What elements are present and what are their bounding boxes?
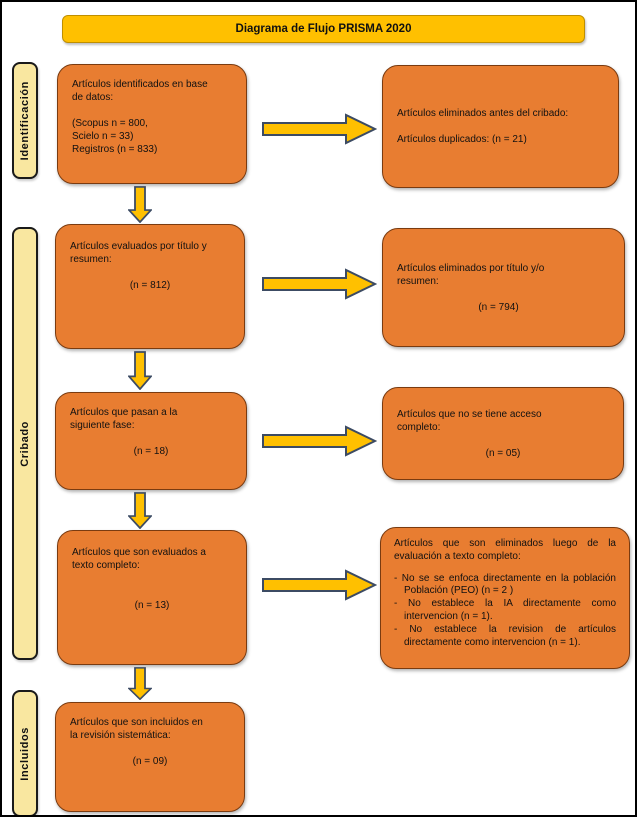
box-text-line: resumen: (70, 254, 112, 265)
right-arrow-icon-4 (262, 569, 378, 601)
box-screened: Artículos evaluados por título y resumen… (55, 224, 245, 349)
right-arrow-shape (262, 569, 378, 601)
down-arrow-shape (127, 186, 153, 224)
box-text-line: Artículos eliminados por título y/o (397, 262, 545, 274)
box-text-line: Artículos que pasan a la (70, 407, 178, 418)
box-fulltext-excluded: Artículos que son eliminados luego de la… (380, 527, 630, 669)
bullet-item: - No se se enfoca directamente en la pob… (394, 572, 616, 597)
diagram-title: Diagrama de Flujo PRISMA 2020 (235, 23, 412, 35)
box-text-line: de datos: (72, 92, 114, 103)
right-arrow-shape (262, 268, 378, 300)
box-text-line: Artículos que no se tiene acceso (397, 408, 542, 420)
right-arrow-icon-1 (262, 113, 378, 145)
box-text-line: Artículos duplicados: (n = 21) (397, 134, 527, 145)
down-arrow-icon-1 (127, 186, 153, 224)
box-text-line: Registros (n = 833) (72, 144, 158, 155)
phase-label-incluidos: Incluidos (12, 690, 38, 815)
box-text-line: Artículos evaluados por título y (70, 241, 207, 252)
down-arrow-icon-2 (127, 351, 153, 391)
phase-label-identificacion: Identificación (12, 62, 38, 179)
box-count: (n = 812) (129, 280, 171, 291)
box-count: (n = 09) (132, 756, 168, 767)
down-arrow-shape (127, 351, 153, 391)
box-text-line: Artículos eliminados antes del cribado: (397, 108, 569, 119)
right-arrow-shape (262, 113, 378, 145)
phase-label-text: Cribado (19, 420, 31, 467)
down-arrow-shape (127, 492, 153, 530)
down-arrow-icon-4 (127, 667, 153, 701)
box-count: (n = 05) (485, 447, 521, 459)
box-text-line: la revisión sistemática: (70, 730, 171, 741)
phase-label-cribado: Cribado (12, 227, 38, 660)
box-text-line: Artículos que son eliminados luego de la… (394, 538, 616, 562)
box-removed-before-screening: Artículos eliminados antes del cribado: … (382, 65, 619, 188)
box-text-line: completo: (397, 421, 441, 433)
diagram-title-bar: Diagrama de Flujo PRISMA 2020 (62, 15, 585, 43)
box-text-line: resumen: (397, 275, 439, 287)
box-text-line: texto completo: (72, 560, 140, 571)
right-arrow-icon-3 (262, 425, 378, 457)
box-excluded-title-abstract: Artículos eliminados por título y/o resu… (382, 228, 625, 347)
box-text-line: Artículos que son evaluados a (72, 547, 206, 558)
bullet-item: - No establece la revision de artículos … (394, 623, 616, 648)
box-text-line: Scielo n = 33) (72, 131, 134, 142)
box-no-full-access: Artículos que no se tiene acceso complet… (382, 387, 624, 480)
down-arrow-shape (127, 667, 153, 701)
box-bullet-list: - No se se enfoca directamente en la pob… (394, 573, 616, 650)
box-passed: Artículos que pasan a la siguiente fase:… (55, 392, 247, 490)
box-count: (n = 18) (133, 446, 169, 457)
phase-label-text: Incluidos (19, 726, 31, 781)
box-identified: Artículos identificados en base de datos… (57, 64, 247, 184)
box-count: (n = 794) (478, 301, 519, 313)
box-included: Artículos que son incluidos en la revisi… (55, 702, 245, 812)
box-count: (n = 13) (134, 600, 170, 611)
box-text-line: Artículos que son incluidos en (70, 717, 203, 728)
box-text-line: (Scopus n = 800, (72, 118, 148, 129)
box-text-line: Artículos identificados en base (72, 79, 208, 90)
right-arrow-icon-2 (262, 268, 378, 300)
down-arrow-icon-3 (127, 492, 153, 530)
bullet-item: - No establece la IA directamente como i… (394, 598, 616, 622)
box-text-line: siguiente fase: (70, 420, 135, 431)
box-body: (Scopus n = 800, Scielo n = 33) Registro… (72, 117, 232, 156)
phase-label-text: Identificación (19, 80, 31, 161)
box-fulltext-assessed: Artículos que son evaluados a texto comp… (57, 530, 247, 665)
right-arrow-shape (262, 425, 378, 457)
